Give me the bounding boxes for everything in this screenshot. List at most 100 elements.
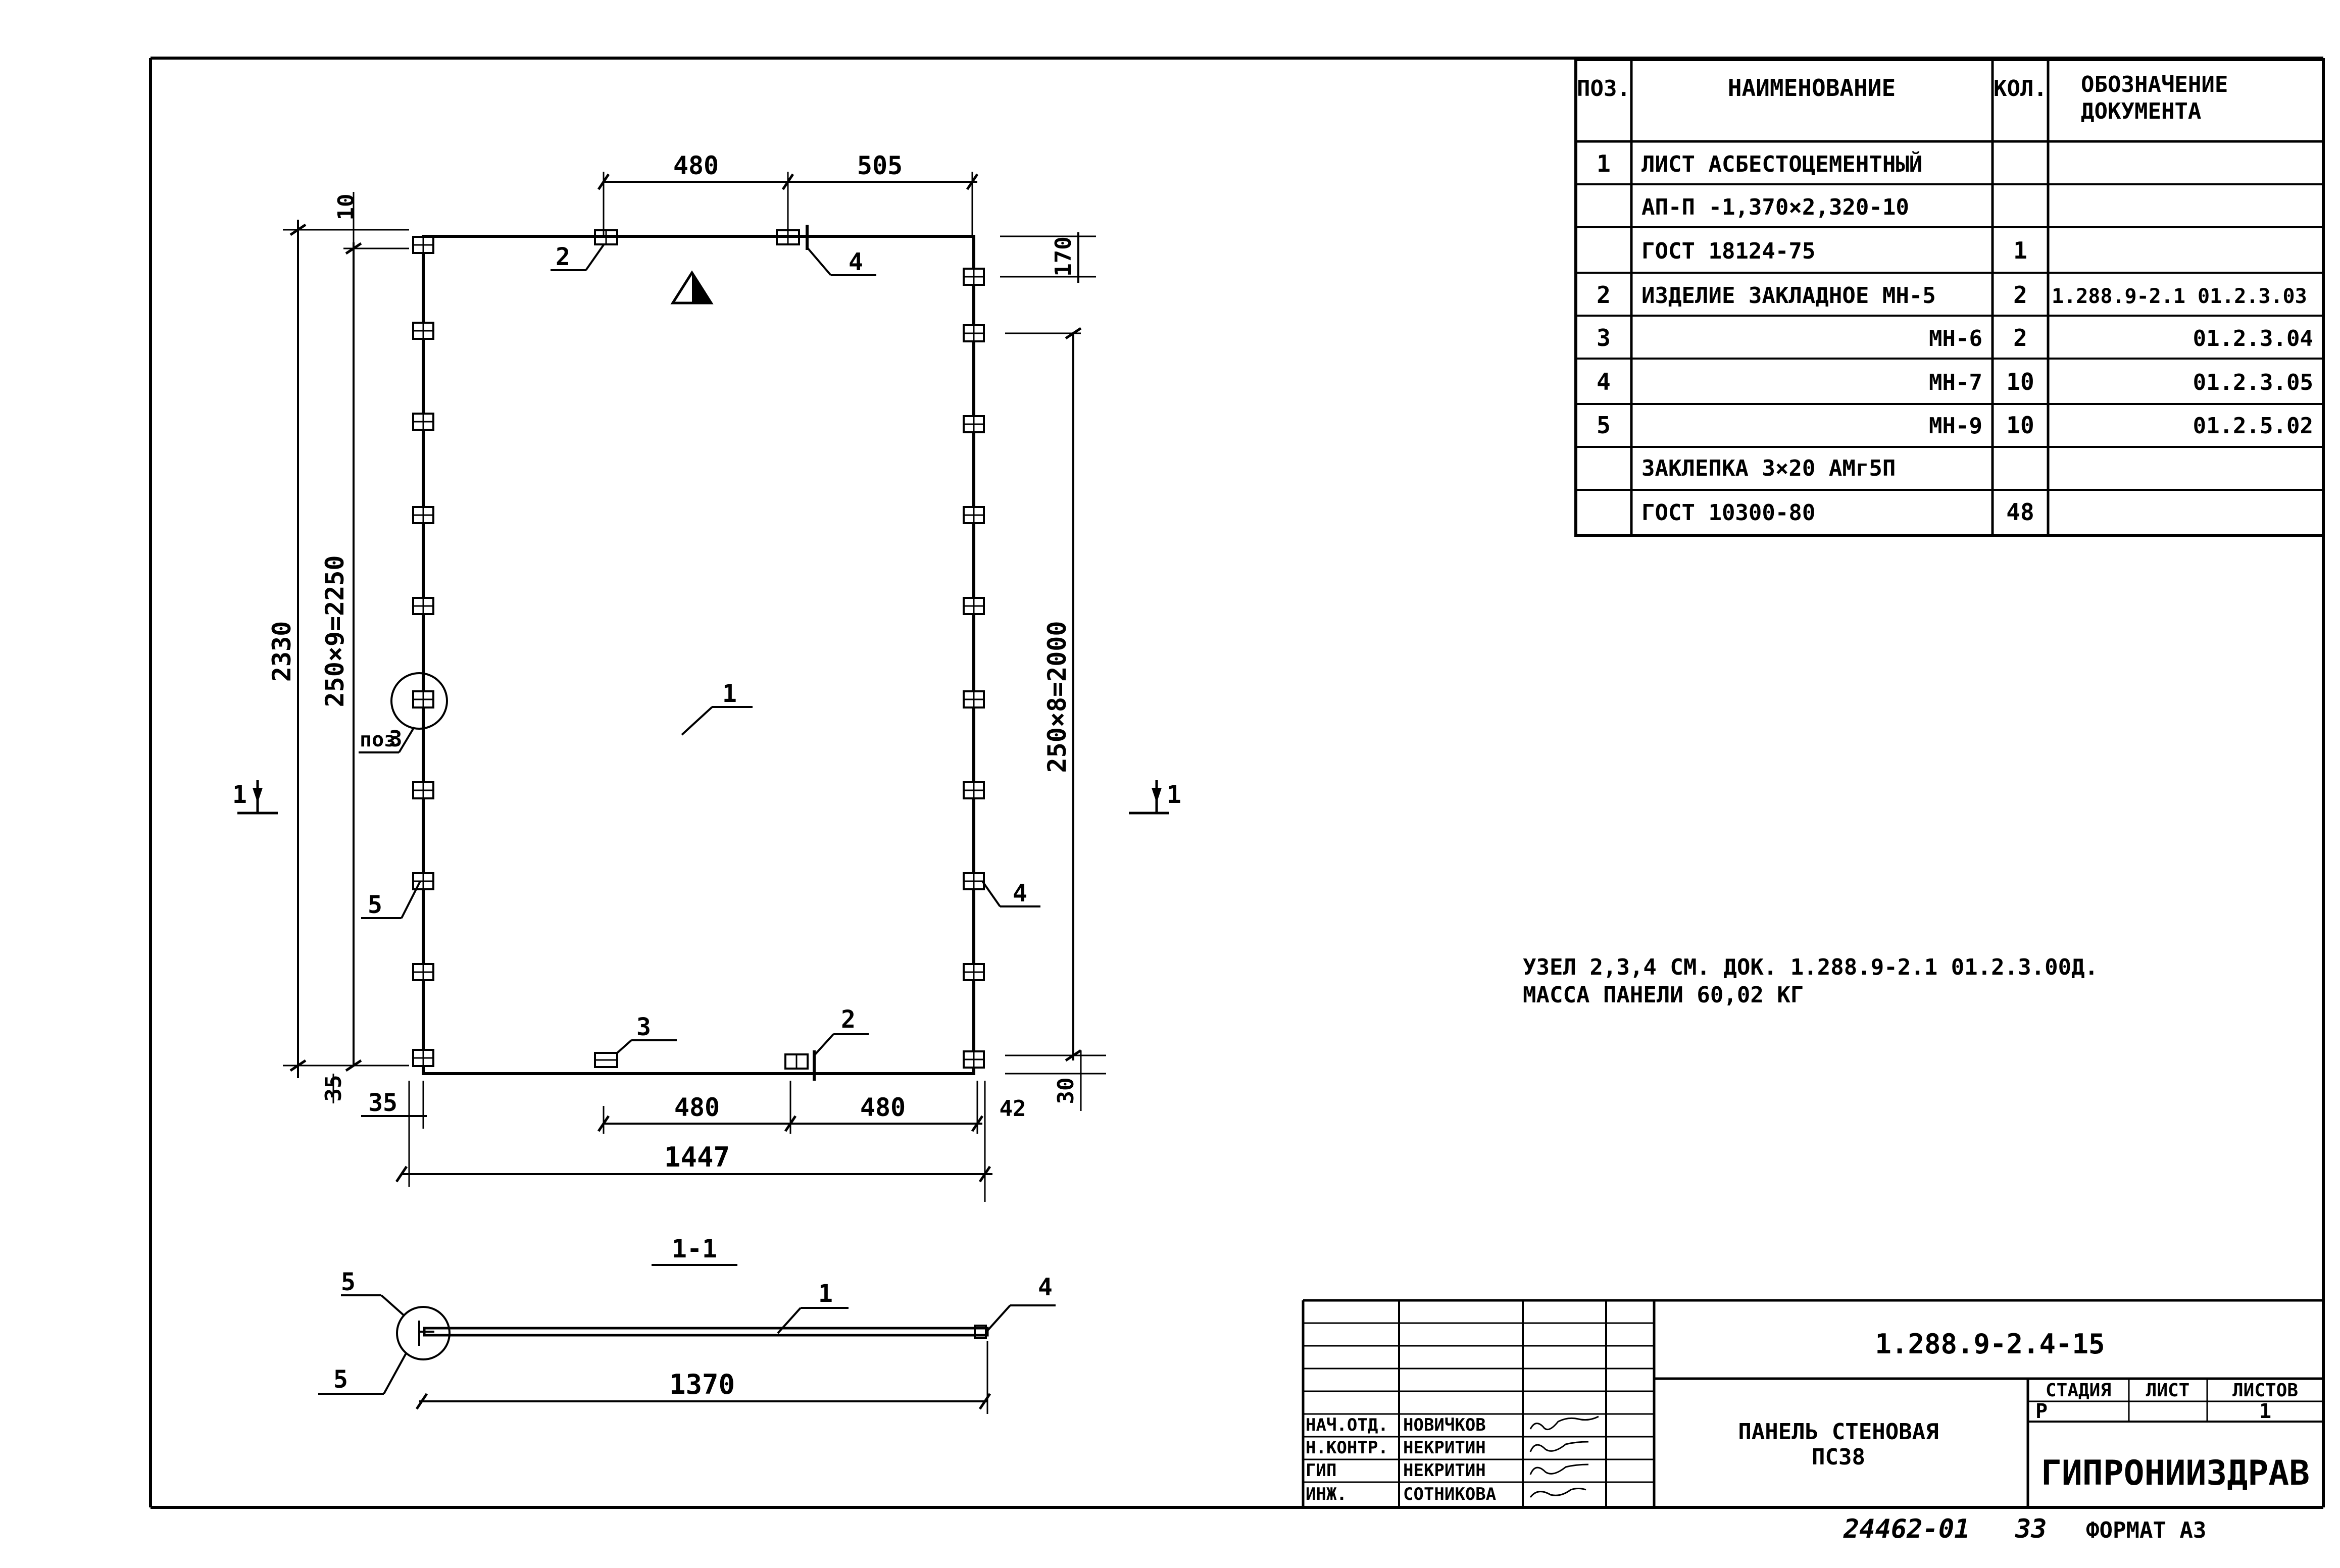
embedded-part-2-bottom [784, 1050, 816, 1081]
fastener-icon [963, 872, 985, 890]
fastener-icon [412, 413, 434, 431]
fastener-icon [963, 506, 985, 524]
right-edge-fasteners [963, 268, 985, 1069]
fastener-icon [963, 324, 985, 342]
dim-total-width: 1447 [664, 1141, 730, 1173]
spec-row-name: ЗАКЛЕПКА 3×20 АМг5П [1641, 456, 1896, 481]
section-title: 1-1 [672, 1234, 717, 1263]
callout-1: 1 [722, 680, 737, 708]
spec-row-name: ГОСТ 18124-75 [1641, 238, 1815, 264]
sheet-title-1: ПАНЕЛЬ СТЕНОВАЯ [1738, 1419, 1938, 1445]
spec-row-name: ИЗДЕЛИЕ ЗАКЛАДНОЕ МН-5 [1641, 283, 1936, 309]
section-mark-left: 1 [232, 781, 247, 809]
stage-label: СТАДИЯ [2046, 1380, 2111, 1401]
fastener-icon [963, 268, 985, 286]
spec-row-name: АП-П -1,370×2,320-10 [1641, 194, 1909, 220]
organization-name: ГИПРОНИИЗДРАВ [2041, 1453, 2310, 1493]
panel-plan-view: 1 2 4 3 2 4 5 поз 3 [232, 151, 1181, 1202]
notes: УЗЕЛ 2,3,4 СМ. ДОК. 1.288.9-2.1 01.2.3.0… [1523, 954, 2098, 1008]
format-label: ФОРМАТ А3 [2086, 1518, 2206, 1543]
signer-role: НАЧ.ОТД. [1306, 1415, 1388, 1435]
callout-2-bottom: 2 [841, 1005, 856, 1034]
fastener-icon [412, 963, 434, 981]
spec-row-pos: 4 [1597, 368, 1611, 395]
node-circle [390, 672, 448, 730]
signer-role: ГИП [1306, 1460, 1336, 1481]
fastener-icon [963, 597, 985, 615]
fastener-icon [412, 690, 434, 709]
spec-row-name: МН-6 [1929, 326, 1982, 351]
page-number: 33 [2015, 1514, 2047, 1544]
spec-row-qty: 10 [2006, 412, 2034, 439]
callout-3-bottom: 3 [636, 1013, 651, 1041]
dim-top-left: 480 [673, 151, 719, 180]
spec-row-name: МН-9 [1929, 413, 1982, 439]
dim-left-chain: 250×9=2250 [320, 555, 350, 707]
spec-row-name: ЛИСТ АСБЕСТОЦЕМЕНТНЫЙ [1641, 150, 1922, 177]
svg-text:3: 3 [389, 726, 403, 752]
spec-row-qty: 10 [2006, 368, 2034, 395]
dim-bottom-mid-right: 480 [860, 1093, 906, 1122]
spec-header-doc-2: ДОКУМЕНТА [2081, 98, 2201, 124]
node-label: поз [360, 728, 396, 751]
spec-row-qty: 2 [2013, 281, 2027, 309]
spec-row-qty: 2 [2013, 324, 2027, 351]
fastener-icon [412, 322, 434, 340]
signer-name: СОТНИКОВА [1403, 1484, 1496, 1504]
fastener-icon [412, 597, 434, 615]
spec-row-doc: 1.288.9-2.1 01.2.3.03 [2052, 285, 2307, 308]
section-1-1-view: 1-1 5 5 1 4 1370 [318, 1234, 1056, 1414]
signer-name: НЕКРИТИН [1403, 1460, 1486, 1481]
dim-top-edge: 10 [333, 194, 359, 221]
dim-right-top: 170 [1051, 236, 1076, 276]
callout-4-top: 4 [849, 248, 863, 276]
fastener-icon [412, 236, 434, 254]
spec-row-pos: 1 [1597, 150, 1611, 177]
section-callout-4: 4 [1038, 1273, 1053, 1301]
spec-row-qty: 48 [2006, 498, 2034, 526]
dim-bottom-mid-left: 480 [674, 1093, 720, 1122]
spec-header-qty: КОЛ. [1994, 76, 2047, 102]
dim-bottom-left: 35 [368, 1089, 397, 1117]
document-designation: 1.288.9-2.4-15 [1875, 1328, 2105, 1360]
signatures [1529, 1415, 1599, 1498]
stage-value: Р [2035, 1400, 2048, 1423]
note-line-1: УЗЕЛ 2,3,4 СМ. ДОК. 1.288.9-2.1 01.2.3.0… [1523, 954, 2098, 980]
section-callout-5-top: 5 [341, 1268, 356, 1296]
spec-row-name: ГОСТ 10300-80 [1641, 500, 1815, 526]
spec-header-pos: ПОЗ. [1577, 76, 1630, 102]
dim-bottom-right: 42 [1000, 1096, 1026, 1122]
sheet-frame [149, 57, 2325, 1509]
footer: 24462-01 33 ФОРМАТ А3 [1843, 1514, 2206, 1544]
dim-left-total: 2330 [267, 621, 296, 682]
section-mark-right: 1 [1167, 781, 1181, 809]
spec-row-qty: 1 [2013, 237, 2027, 264]
fastener-icon [412, 781, 434, 799]
spec-row-doc: 01.2.3.05 [2193, 370, 2313, 395]
spec-row-name: МН-7 [1929, 370, 1982, 395]
callout-4-right: 4 [1013, 879, 1027, 907]
signer-role: ИНЖ. [1306, 1484, 1347, 1504]
fastener-icon [963, 781, 985, 799]
signer-name: НОВИЧКОВ [1403, 1415, 1486, 1435]
title-block: 1.288.9-2.4-15 ПАНЕЛЬ СТЕНОВАЯ ПС38 СТАД… [1302, 1299, 2323, 1507]
dim-right-chain: 250×8=2000 [1042, 621, 1072, 773]
panel-outline [422, 235, 975, 1075]
section-dim-width: 1370 [669, 1369, 735, 1400]
specification-table: ПОЗ. НАИМЕНОВАНИЕ КОЛ. ОБОЗНАЧЕНИЕ ДОКУМ… [1574, 58, 2325, 537]
spec-row-pos: 5 [1597, 412, 1611, 439]
sheet-label: ЛИСТ [2146, 1380, 2190, 1401]
section-node-circle [396, 1306, 451, 1360]
fastener-icon [412, 872, 434, 890]
fastener-icon [963, 415, 985, 433]
fastener-icon [963, 690, 985, 709]
callout-2-top: 2 [556, 243, 570, 271]
dim-bottom-right-v: 30 [1053, 1078, 1079, 1104]
fastener-icon [412, 1049, 434, 1067]
left-edge-fasteners [412, 236, 434, 1067]
dim-bottom-left-v: 35 [321, 1075, 346, 1102]
note-line-2: МАССА ПАНЕЛИ 60,02 КГ [1523, 982, 1804, 1008]
spec-row-pos: 3 [1597, 324, 1611, 351]
embedded-part-3-bottom [594, 1052, 618, 1068]
